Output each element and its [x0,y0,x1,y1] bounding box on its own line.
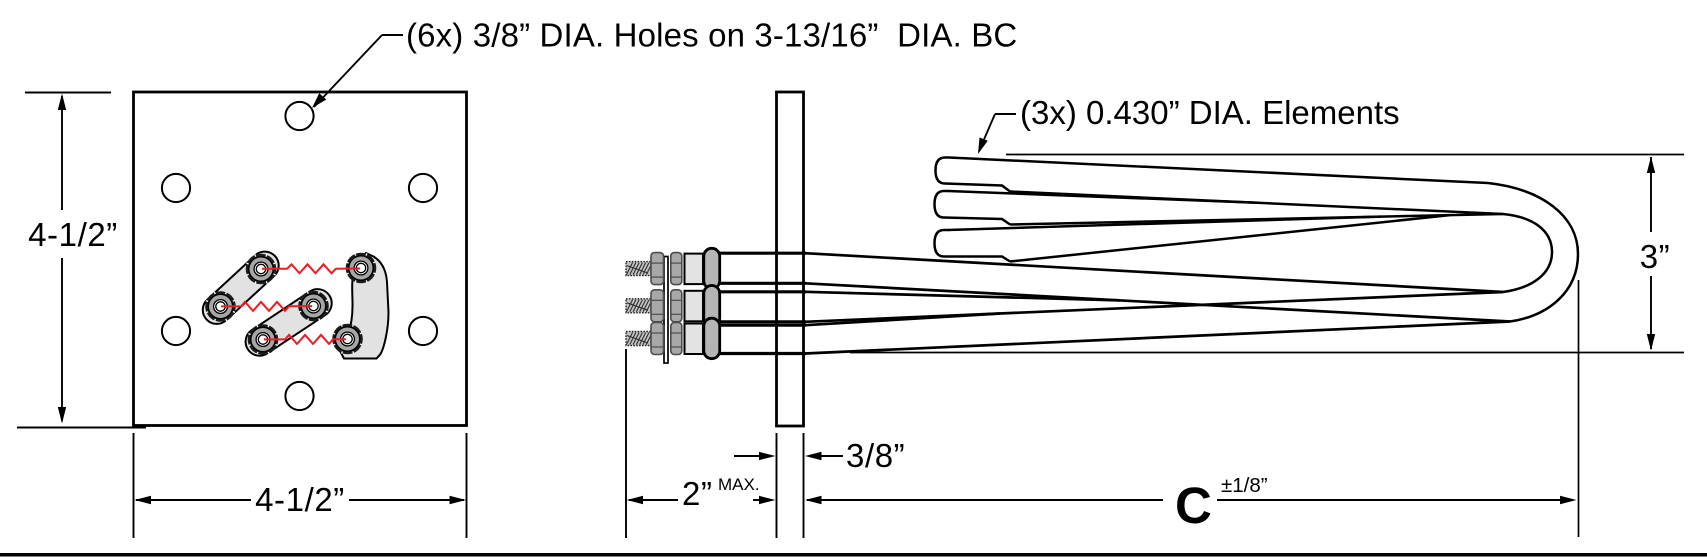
svg-text:3/8”: 3/8” [846,437,905,474]
svg-text:MAX.: MAX. [718,475,760,494]
svg-text:±1/8”: ±1/8” [1221,474,1268,497]
svg-text:C: C [1175,477,1212,534]
svg-text:(6x) 3/8” DIA. Holes on 3-13/1: (6x) 3/8” DIA. Holes on 3-13/16” DIA. BC [406,17,1017,54]
svg-text:2”: 2” [682,475,713,512]
svg-text:3”: 3” [1640,238,1671,275]
svg-text:4-1/2”: 4-1/2” [255,481,345,518]
svg-text:(3x) 0.430” DIA. Elements: (3x) 0.430” DIA. Elements [1020,94,1400,131]
svg-text:4-1/2”: 4-1/2” [28,216,118,253]
